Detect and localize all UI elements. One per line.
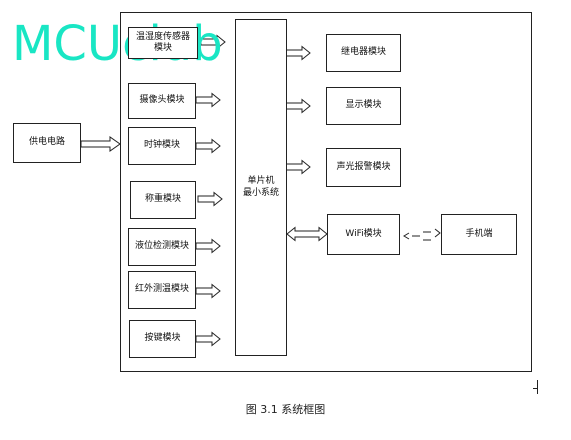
arrow-mcu-to-display <box>285 99 311 113</box>
block-level: 液位检测模块 <box>128 228 196 266</box>
text-cursor-mark <box>533 380 538 394</box>
block-weigh: 称重模块 <box>130 181 196 219</box>
system-frame <box>120 12 532 372</box>
wireless-link <box>403 228 441 241</box>
arrow-mcu-to-relay <box>285 46 311 60</box>
arrow-keys-to-mcu <box>195 332 221 346</box>
block-sensor: 温湿度传感器模块 <box>128 27 198 59</box>
block-alarm: 声光报警模块 <box>326 148 401 187</box>
block-mcu: 单片机 最小系统 <box>235 19 287 356</box>
arrow-mcu-to-alarm <box>285 160 311 174</box>
block-keys: 按键模块 <box>129 320 196 358</box>
block-clock: 时钟模块 <box>128 127 196 165</box>
block-relay: 继电器模块 <box>326 34 401 72</box>
arrow-power-to-frame <box>80 136 121 152</box>
block-display: 显示模块 <box>326 87 401 125</box>
arrow-infrared-to-mcu <box>195 284 221 298</box>
figure-caption: 图 3.1 系统框图 <box>245 403 326 416</box>
arrow-camera-to-mcu <box>195 93 221 107</box>
block-wifi: WiFi模块 <box>327 214 400 255</box>
arrow-clock-to-mcu <box>195 139 221 153</box>
block-power: 供电电路 <box>13 123 81 163</box>
block-infrared: 红外测温模块 <box>128 271 196 309</box>
arrow-mcu-wifi-bidirectional <box>286 226 328 242</box>
block-camera: 摄像头模块 <box>128 83 196 119</box>
arrow-level-to-mcu <box>195 239 221 253</box>
block-phone: 手机端 <box>441 214 517 255</box>
arrow-weigh-to-mcu <box>197 192 223 206</box>
